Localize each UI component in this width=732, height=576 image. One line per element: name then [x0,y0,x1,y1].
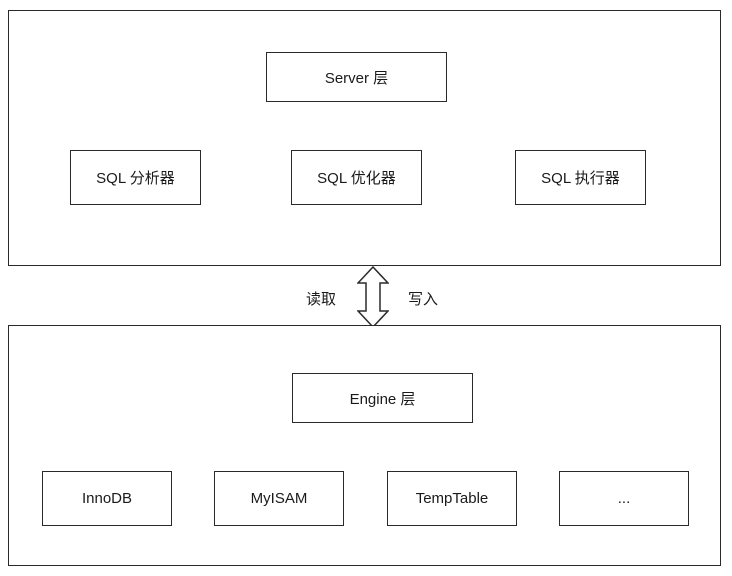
bidirectional-arrow-icon [357,266,389,328]
server-layer-frame [8,10,721,266]
engine-temptable-box: TempTable [387,471,517,526]
sql-executor-box: SQL 执行器 [515,150,646,205]
engine-layer-title: Engine 层 [292,373,473,423]
sql-analyzer-box: SQL 分析器 [70,150,201,205]
sql-optimizer-box: SQL 优化器 [291,150,422,205]
write-label: 写入 [408,291,439,308]
engine-myisam-box: MyISAM [214,471,344,526]
read-label: 读取 [306,291,337,308]
server-layer-title: Server 层 [266,52,447,102]
engine-layer-frame [8,325,721,566]
engine-more-box: ... [559,471,689,526]
engine-innodb-box: InnoDB [42,471,172,526]
